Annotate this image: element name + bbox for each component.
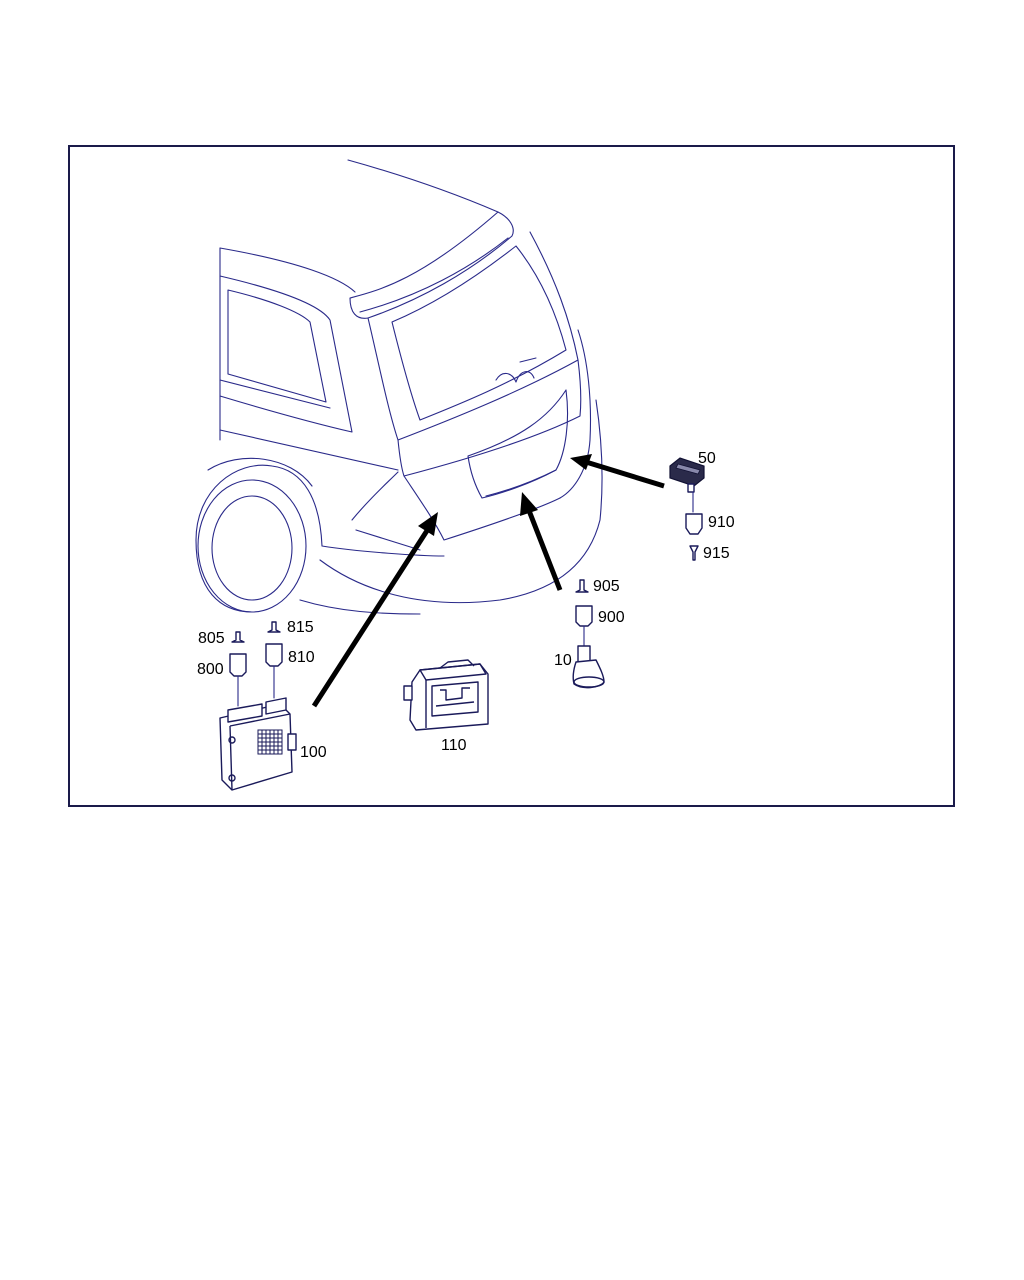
part-100-control-module: [219, 697, 297, 791]
part-10-sensor: [572, 645, 605, 689]
part-800-connector: [229, 653, 247, 677]
arrowhead-icon: [520, 492, 538, 516]
callout-905: 905: [593, 578, 620, 595]
part-805-pin: [231, 631, 245, 643]
part-915-pin: [689, 545, 699, 561]
callout-910: 910: [708, 514, 735, 531]
part-910-connector: [685, 513, 703, 535]
part-110-bracket: [403, 659, 489, 731]
callout-50: 50: [698, 450, 716, 467]
callout-10: 10: [554, 652, 572, 669]
arrow-to-tailgate-right: [585, 459, 665, 489]
part-905-pin: [575, 579, 589, 593]
part-900-connector: [575, 605, 593, 627]
arrow-to-tailgate-center: [525, 507, 563, 591]
callout-100: 100: [300, 744, 327, 761]
part-50-switch: [669, 457, 705, 493]
callout-110: 110: [441, 737, 467, 754]
arrowhead-icon: [418, 512, 438, 536]
pointer-arrows: [311, 454, 665, 708]
part-815-pin: [267, 621, 281, 633]
callout-900: 900: [598, 609, 625, 626]
callout-810: 810: [288, 649, 315, 666]
diagram-frame: [68, 145, 955, 807]
callout-800: 800: [197, 661, 224, 678]
callout-915: 915: [703, 545, 730, 562]
arrow-to-tailgate-left: [311, 524, 433, 708]
callout-805: 805: [198, 630, 225, 647]
part-810-connector: [265, 643, 283, 667]
callout-815: 815: [287, 619, 314, 636]
callout-labels: 50 910 915 905 900 10 805 815 800 810 10…: [197, 450, 735, 761]
arrowhead-icon: [570, 454, 592, 470]
vehicle-outline: [195, 159, 603, 615]
